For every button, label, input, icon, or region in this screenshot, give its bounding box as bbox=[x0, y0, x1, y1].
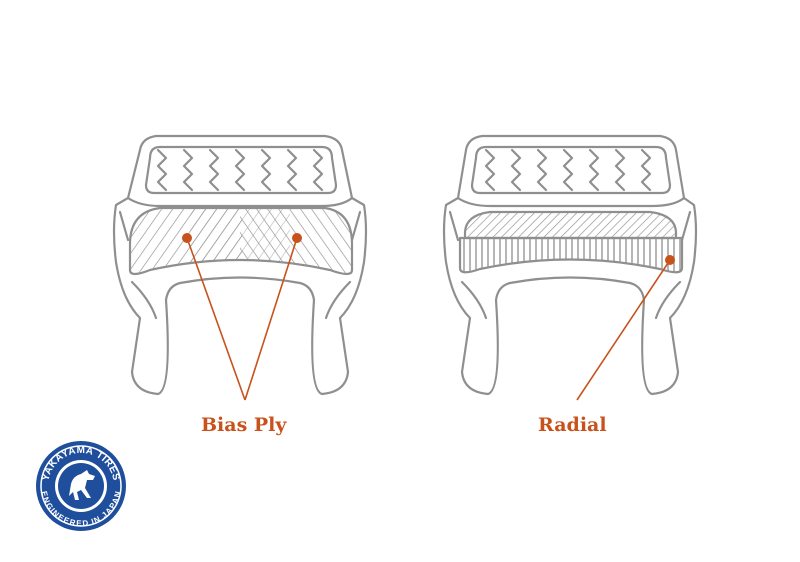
bias-ply-callout bbox=[182, 233, 302, 401]
radial-label: Radial bbox=[538, 414, 607, 436]
yakayama-logo: YAKAYAMA TIRES ENGINEERED IN JAPAN bbox=[36, 441, 126, 531]
radial-callout bbox=[576, 255, 675, 401]
bias-ply-label: Bias Ply bbox=[201, 414, 287, 436]
bias-callout-dot-right bbox=[291, 233, 302, 244]
bias-callout-dot-left bbox=[182, 233, 193, 244]
radial-cords bbox=[460, 238, 682, 273]
bias-ply-cords bbox=[130, 208, 352, 274]
radial-belt bbox=[465, 212, 676, 238]
horse-emblem-icon bbox=[69, 470, 95, 500]
radial-callout-dot bbox=[664, 255, 675, 266]
